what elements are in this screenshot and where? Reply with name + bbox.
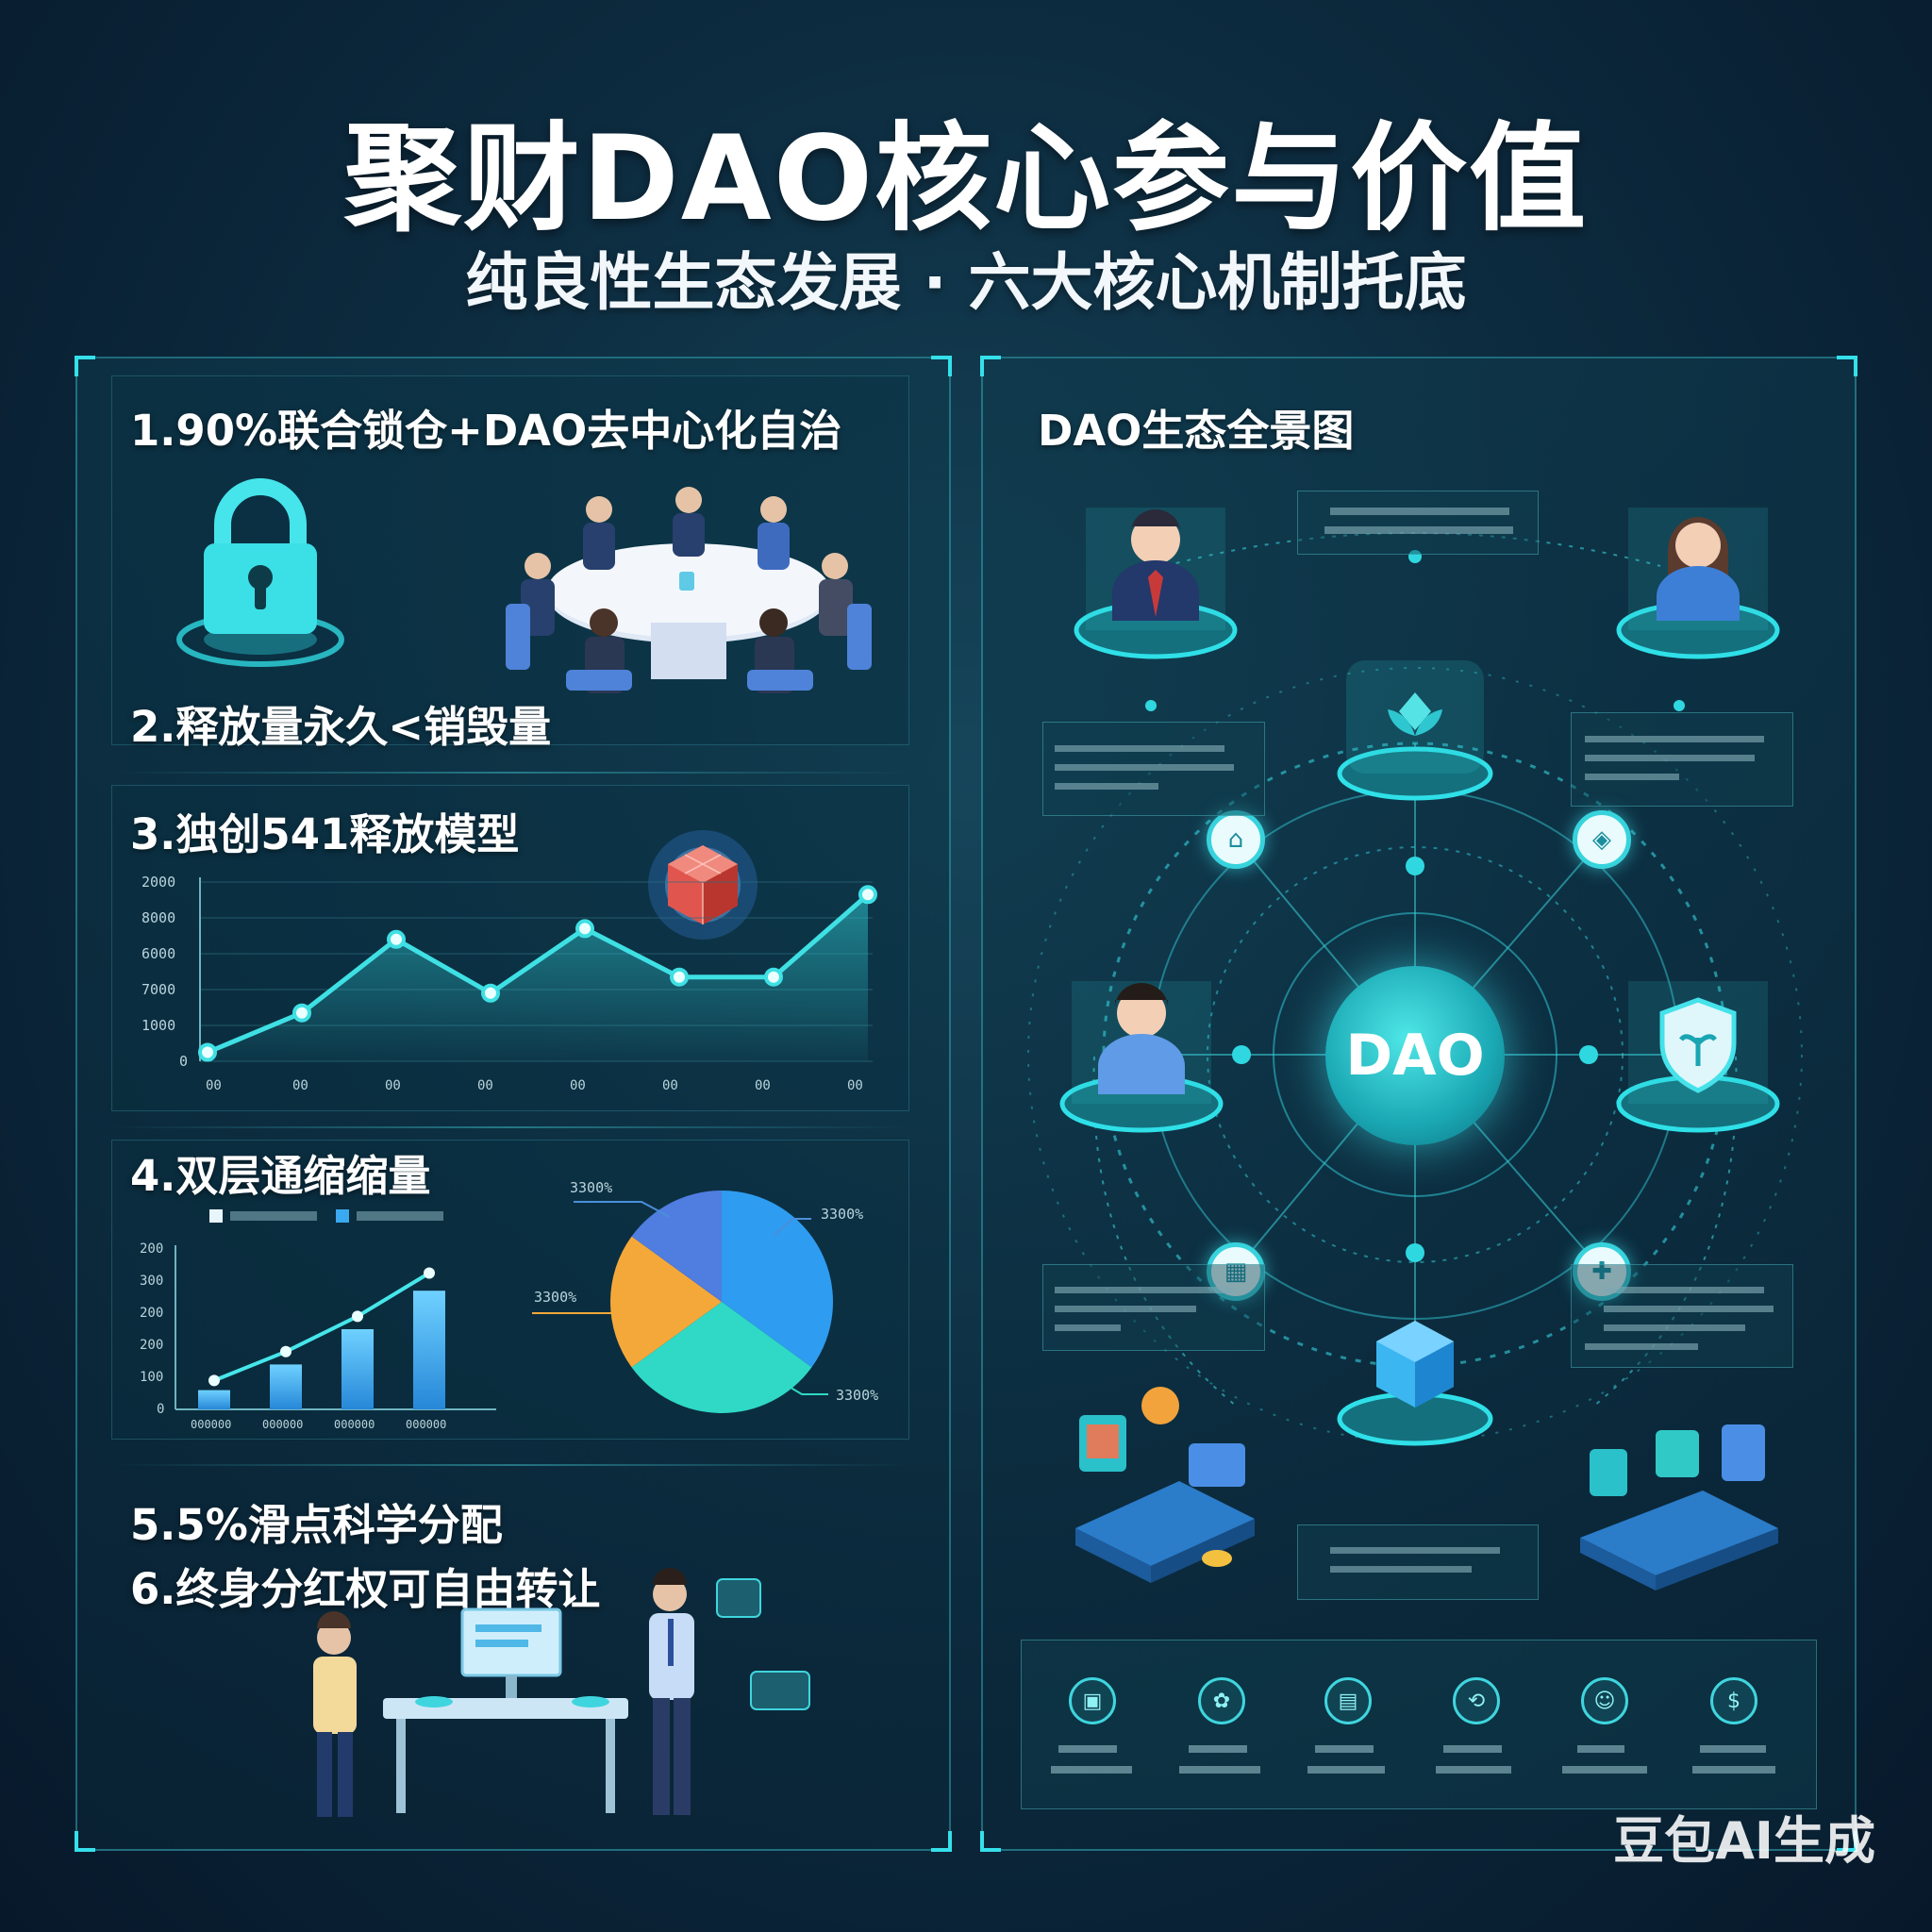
svg-text:8000: 8000 xyxy=(142,909,175,926)
ecosystem-title: DAO生态全景图 xyxy=(1038,406,1355,456)
deflation-bar-chart: 200 300 200 200 100 0 000000 000000 000000 000… xyxy=(140,1241,496,1431)
function-labels xyxy=(1051,1745,1775,1774)
data-platform-right-illustration xyxy=(1580,1424,1778,1591)
glowing-cube-icon xyxy=(623,819,783,951)
leaf-icon xyxy=(1337,660,1493,801)
svg-text:100: 100 xyxy=(140,1370,163,1385)
section4-title: 4.双层通缩缩量 xyxy=(130,1151,431,1201)
svg-text:3300%: 3300% xyxy=(534,1289,576,1306)
trend-point-2 xyxy=(280,1345,291,1357)
line-point-7 xyxy=(764,967,783,987)
info-box-lines xyxy=(1055,508,1774,1573)
page-subtitle: 纯良性生态发展 · 六大核心机制托底 xyxy=(465,246,1467,319)
pie-slice-4 xyxy=(631,1191,722,1302)
svg-text:00: 00 xyxy=(755,1078,771,1093)
line-point-8 xyxy=(858,885,877,905)
svg-text:3300%: 3300% xyxy=(836,1387,878,1404)
pie-slice-3 xyxy=(610,1236,722,1368)
person-avatar-icon xyxy=(1059,981,1224,1133)
info-box-bottom xyxy=(1297,1524,1539,1600)
line-point-2 xyxy=(292,1003,311,1023)
two-people-desk-illustration xyxy=(292,1566,821,1830)
bar-3 xyxy=(341,1329,374,1409)
svg-text:0: 0 xyxy=(157,1402,164,1417)
function-icon-5: ☺ xyxy=(1581,1677,1628,1724)
svg-text:300: 300 xyxy=(140,1274,163,1289)
svg-text:200: 200 xyxy=(140,1241,163,1257)
function-strip-items: ▣ ✿ ▤ ⟲ ☺ $ xyxy=(1021,1640,1817,1809)
divider xyxy=(111,1126,909,1128)
svg-text:000000: 000000 xyxy=(262,1418,303,1431)
info-box-top xyxy=(1297,491,1539,555)
function-icon-6: $ xyxy=(1710,1677,1757,1724)
line-point-4 xyxy=(481,983,500,1003)
lock-icon xyxy=(170,472,358,679)
divider xyxy=(111,772,909,774)
shield-icon xyxy=(1616,981,1780,1133)
section6-title: 6.终身分红权可自由转让 xyxy=(130,1564,601,1614)
info-box-right-bottom xyxy=(1571,1264,1793,1368)
round-table-meeting-illustration xyxy=(500,481,877,726)
function-icon-1: ▣ xyxy=(1069,1677,1116,1724)
svg-text:00: 00 xyxy=(662,1078,678,1093)
svg-text:000000: 000000 xyxy=(406,1418,446,1431)
svg-text:00: 00 xyxy=(206,1078,222,1093)
svg-text:000000: 000000 xyxy=(191,1418,231,1431)
section1-title: 1.90%联合锁仓+DAO去中心化自治 xyxy=(130,406,842,456)
function-icon-4: ⟲ xyxy=(1453,1677,1500,1724)
data-platform-left-illustration xyxy=(1075,1387,1255,1583)
line-point-5 xyxy=(575,919,594,939)
x-ticks: 00 00 00 00 00 00 00 00 xyxy=(206,1078,863,1093)
bar-1 xyxy=(198,1390,230,1409)
trend-point-3 xyxy=(352,1310,363,1323)
line-point-1 xyxy=(198,1042,217,1062)
pie-slice-1 xyxy=(722,1191,833,1368)
svg-text:200: 200 xyxy=(140,1338,163,1353)
trend-point-4 xyxy=(424,1267,435,1279)
section5-title: 5.5%滑点科学分配 xyxy=(130,1500,503,1550)
svg-text:2000: 2000 xyxy=(142,874,175,891)
trend-point-1 xyxy=(208,1374,220,1387)
page-title: 聚财DAO核心参与价值 xyxy=(343,111,1589,247)
svg-text:00: 00 xyxy=(292,1078,308,1093)
cube-icon xyxy=(1337,1321,1493,1446)
section3-title: 3.独创541释放模型 xyxy=(130,809,520,859)
svg-text:00: 00 xyxy=(570,1078,586,1093)
building-icon: ⌂ xyxy=(1207,810,1265,869)
svg-text:00: 00 xyxy=(385,1078,401,1093)
bar-legend xyxy=(208,1204,453,1226)
person-avatar-icon xyxy=(1616,508,1780,659)
svg-text:00: 00 xyxy=(847,1078,863,1093)
svg-text:3300%: 3300% xyxy=(570,1179,612,1196)
svg-text:000000: 000000 xyxy=(334,1418,375,1431)
person-avatar-icon xyxy=(1074,508,1238,659)
deflation-pie-chart: 3300% 3300% 3300% 3300% xyxy=(532,1179,878,1413)
svg-text:7000: 7000 xyxy=(142,981,175,998)
function-icon-2: ✿ xyxy=(1198,1677,1245,1724)
function-icon-3: ▤ xyxy=(1324,1677,1372,1724)
y-ticks: 2000 8000 6000 7000 1000 0 xyxy=(142,874,188,1070)
function-strip xyxy=(1021,1640,1817,1809)
watermark: 豆包AI生成 xyxy=(1613,1811,1875,1871)
section2-title: 2.释放量永久<销毁量 xyxy=(130,702,552,752)
svg-text:1000: 1000 xyxy=(142,1017,175,1034)
pie-slice-2 xyxy=(631,1302,812,1413)
svg-text:00: 00 xyxy=(477,1078,493,1093)
dao-core-node: DAO xyxy=(1325,966,1505,1145)
divider xyxy=(111,1464,909,1466)
line-point-6 xyxy=(670,967,689,987)
line-point-3 xyxy=(387,929,406,949)
svg-text:6000: 6000 xyxy=(142,945,175,962)
bar-2 xyxy=(270,1364,302,1409)
svg-text:3300%: 3300% xyxy=(821,1206,863,1223)
svg-text:0: 0 xyxy=(179,1053,188,1070)
bar-4 xyxy=(413,1291,445,1409)
svg-text:200: 200 xyxy=(140,1306,163,1321)
coins-icon: ◈ xyxy=(1573,810,1631,869)
